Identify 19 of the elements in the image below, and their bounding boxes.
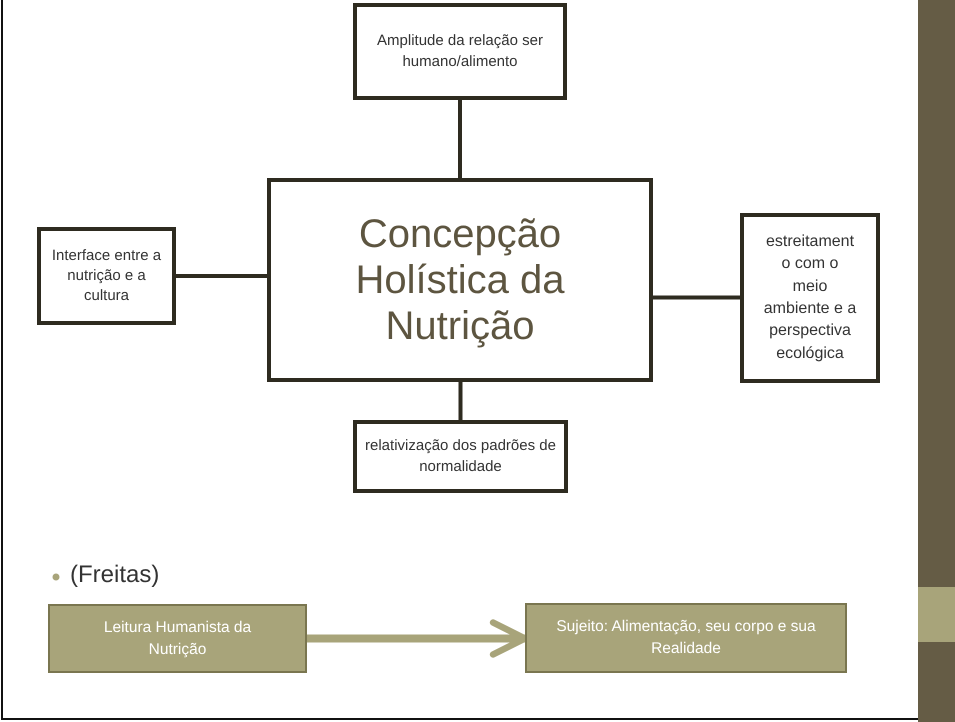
connector-line xyxy=(458,100,462,178)
connector-line xyxy=(458,382,462,420)
node-text: Concepção Holística da Nutrição xyxy=(354,211,566,349)
connector-line xyxy=(176,274,267,278)
concept-box xyxy=(353,420,568,493)
node-text: Interface entre a nutrição e a cultura xyxy=(50,246,162,306)
concept-box xyxy=(267,178,653,382)
concept-box xyxy=(37,227,176,325)
node-text: Leitura Humanista da Nutrição xyxy=(102,618,252,660)
node-text: Amplitude da relação ser humano/alimento xyxy=(376,31,544,72)
process-box xyxy=(48,604,307,673)
bullet-note: (Freitas) xyxy=(70,561,160,589)
node-text: estreitamento com o meio ambiente e a perspectiva ecológica xyxy=(762,232,858,364)
concept-box xyxy=(353,3,567,100)
process-box xyxy=(525,603,847,673)
node-text: relativização dos padrões de normalidade xyxy=(364,436,557,476)
concept-box xyxy=(740,213,880,383)
node-text: Sujeito: Alimentação, seu corpo e sua Realidade xyxy=(555,617,817,659)
connector-line xyxy=(653,296,740,300)
